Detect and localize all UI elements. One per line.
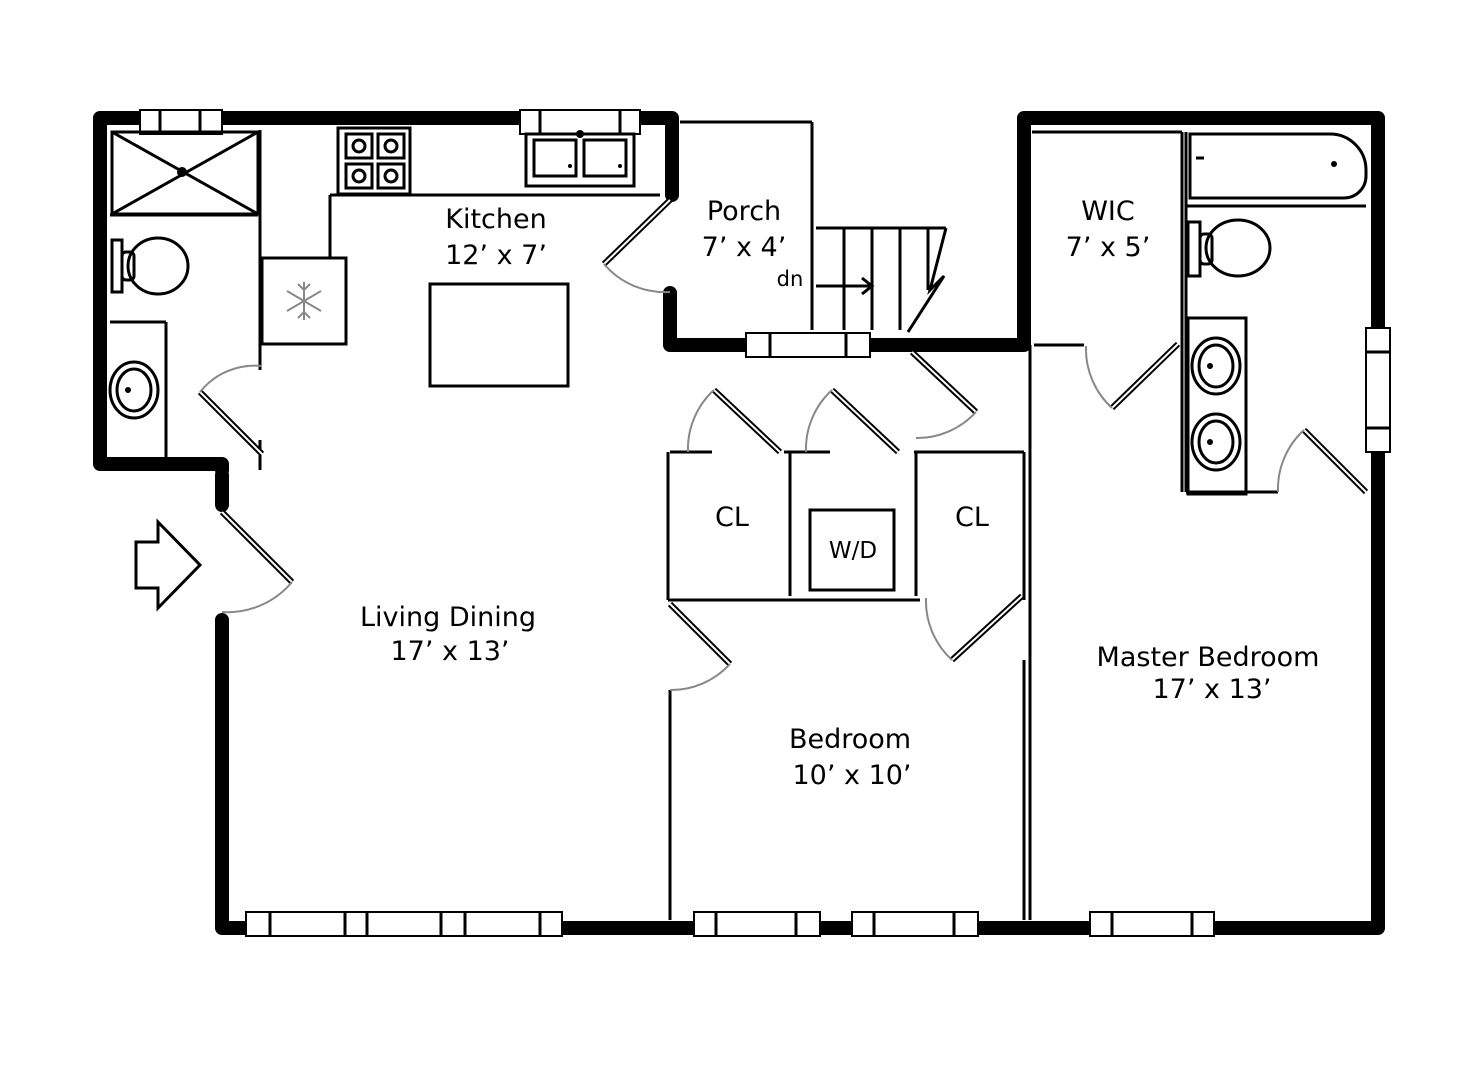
wic-size: 7’ x 5’ bbox=[1066, 232, 1151, 263]
kitchen-sink-icon bbox=[524, 130, 636, 188]
master-bedroom-name: Master Bedroom bbox=[1097, 642, 1320, 673]
laundry-label: W/D bbox=[829, 538, 877, 564]
bathtub-icon bbox=[1186, 132, 1368, 208]
room-labels: Kitchen 12’ x 7’ Porch 7’ x 4’ dn WIC 7’… bbox=[360, 196, 1319, 791]
closet-right-label: CL bbox=[955, 502, 989, 533]
kitchen-island bbox=[428, 282, 570, 388]
toilet-icon bbox=[110, 236, 190, 296]
sink-icon bbox=[1186, 316, 1248, 496]
bedroom-size: 10’ x 10’ bbox=[792, 760, 911, 791]
porch-name: Porch bbox=[707, 196, 781, 227]
entry-arrow-icon bbox=[134, 518, 203, 612]
living-dining-name: Living Dining bbox=[360, 602, 536, 633]
stairs bbox=[816, 226, 948, 333]
laundry-box bbox=[808, 508, 896, 592]
stove-icon bbox=[336, 126, 412, 196]
kitchen-size: 12’ x 7’ bbox=[445, 240, 547, 271]
bedroom-name: Bedroom bbox=[789, 724, 911, 755]
porch-size: 7’ x 4’ bbox=[702, 232, 787, 263]
master-bedroom-size: 17’ x 13’ bbox=[1152, 674, 1271, 705]
windows bbox=[139, 109, 1391, 937]
sink-icon bbox=[108, 360, 160, 420]
living-dining-size: 17’ x 13’ bbox=[390, 636, 509, 667]
shower-icon bbox=[110, 130, 260, 216]
refrigerator-snowflake-icon bbox=[286, 282, 322, 320]
kitchen-name: Kitchen bbox=[445, 204, 546, 235]
toilet-icon bbox=[1186, 218, 1272, 278]
wic-name: WIC bbox=[1081, 196, 1135, 227]
stairs-label: dn bbox=[777, 267, 804, 291]
doors bbox=[197, 197, 1369, 692]
closet-left-label: CL bbox=[715, 502, 749, 533]
